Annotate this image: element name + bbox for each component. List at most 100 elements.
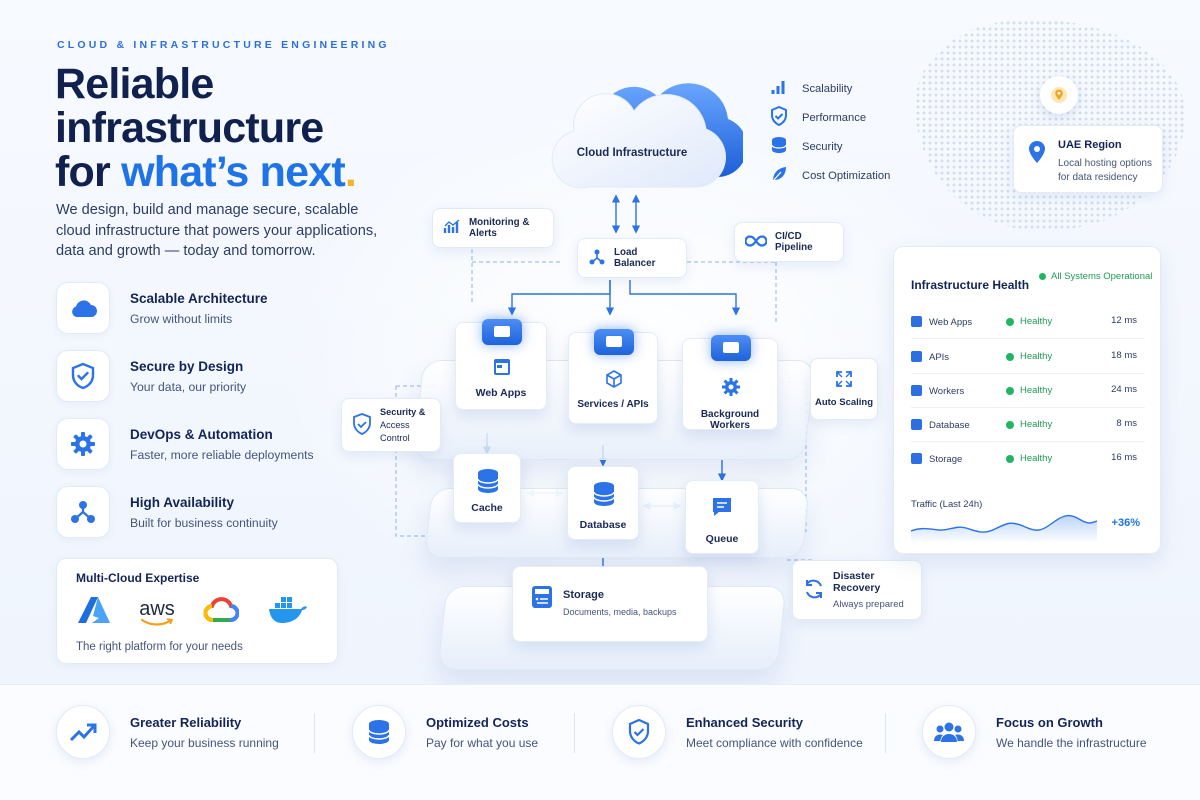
queue-label: Queue	[705, 533, 739, 545]
load-balancer-node[interactable]: Load Balancer	[577, 238, 687, 278]
divider	[885, 713, 886, 753]
traffic-label: Traffic (Last 24h)	[911, 499, 983, 510]
leaf-icon	[770, 165, 788, 186]
feature-subtitle: Built for business continuity	[130, 516, 278, 530]
bar-chart-icon	[770, 79, 788, 98]
chat-icon	[710, 495, 734, 524]
legend-item-cost: Cost Optimization	[770, 161, 890, 190]
network-icon	[588, 248, 606, 269]
location-pin-icon[interactable]	[1040, 76, 1078, 114]
services-label: Services / APIs	[577, 399, 649, 410]
feature-subtitle: Your data, our priority	[130, 380, 247, 394]
divider	[574, 713, 575, 753]
benefit-subtitle: Meet compliance with confidence	[686, 736, 863, 750]
status-text: All Systems Operational	[1051, 271, 1153, 282]
auto-scaling-node[interactable]: Auto Scaling	[810, 358, 878, 420]
legend-item-security: Security	[770, 132, 890, 161]
benefit-subtitle: Keep your business running	[130, 736, 279, 750]
disaster-recovery-subtitle: Always prepared	[833, 599, 904, 610]
disaster-recovery-text: Disaster Recovery Always prepared	[833, 570, 911, 610]
multicloud-subtitle: The right platform for your needs	[76, 641, 243, 653]
headline-line-2: infrastructure	[55, 104, 324, 152]
cube-icon	[604, 369, 624, 394]
feature-subtitle: Grow without limits	[130, 312, 233, 326]
health-row: APIs Healthy 18 ms	[911, 340, 1145, 374]
docker-logo	[267, 595, 309, 630]
database-icon	[770, 136, 788, 157]
storage-icon	[531, 585, 553, 614]
location-pin-icon	[1028, 140, 1046, 169]
infinity-icon	[744, 234, 768, 251]
health-row-name: APIs	[929, 352, 950, 363]
database-icon	[592, 481, 616, 512]
health-row-latency: 8 ms	[1116, 418, 1137, 429]
health-row-name: Storage	[929, 454, 963, 465]
disaster-recovery-node[interactable]: Disaster Recovery Always prepared	[792, 560, 922, 620]
cache-label: Cache	[471, 502, 503, 514]
security-line-2: Access Control	[380, 419, 410, 443]
multicloud-card: Multi-Cloud Expertise aws The right plat…	[56, 558, 338, 664]
storage-node[interactable]: Storage Documents, media, backups	[512, 566, 708, 642]
eyebrow-label: CLOUD & INFRASTRUCTURE ENGINEERING	[57, 39, 390, 51]
traffic-sparkline	[911, 514, 1097, 543]
feature-title: Scalable Architecture	[130, 291, 268, 306]
uae-region-card[interactable]: UAE Region Local hosting options for dat…	[1013, 125, 1163, 193]
health-row: Storage Healthy 16 ms	[911, 442, 1145, 476]
shield-check-icon	[352, 412, 372, 438]
gear-icon	[721, 377, 741, 402]
gear-icon	[56, 418, 110, 470]
feature-subtitle: Faster, more reliable deployments	[130, 448, 314, 462]
benefits-bar: Greater Reliability Keep your business r…	[0, 684, 1200, 800]
legend-item-scalability: Scalability	[770, 74, 890, 103]
storage-icon	[911, 453, 922, 464]
cache-node[interactable]: Cache	[453, 453, 521, 523]
database-node[interactable]: Database	[567, 466, 639, 540]
feature-item-availability: High Availability Built for business con…	[56, 486, 356, 554]
cloud-label: Cloud Infrastructure	[576, 147, 688, 159]
expand-icon	[835, 370, 853, 391]
background-workers-node[interactable]: Background Workers	[682, 335, 778, 431]
coins-icon	[352, 705, 406, 759]
legend-label: Scalability	[802, 82, 853, 95]
workers-cap	[711, 335, 751, 361]
services-apis-node[interactable]: Services / APIs	[568, 329, 658, 424]
web-apps-node[interactable]: Web Apps	[455, 319, 547, 410]
health-row-name: Workers	[929, 386, 965, 397]
benefit-title: Enhanced Security	[686, 715, 804, 730]
security-line-1: Security &	[380, 406, 426, 417]
security-access-node[interactable]: Security & Access Control	[341, 398, 441, 452]
benefit-reliability: Greater Reliability Keep your business r…	[56, 705, 316, 765]
cloud-provider-logos: aws	[77, 595, 309, 630]
feature-item-secure: Secure by Design Your data, our priority	[56, 350, 356, 418]
benefit-subtitle: Pay for what you use	[426, 736, 539, 750]
cloud-icon	[56, 282, 110, 334]
traffic-change: +36%	[1111, 517, 1140, 529]
web-apps-label: Web Apps	[475, 387, 527, 399]
cicd-pipeline-node[interactable]: CI/CD Pipeline	[734, 222, 844, 262]
shield-check-icon	[770, 105, 788, 129]
multicloud-title: Multi-Cloud Expertise	[76, 571, 200, 585]
legend-item-performance: Performance	[770, 103, 890, 132]
web-apps-cap	[482, 319, 522, 345]
auto-scaling-label: Auto Scaling	[814, 397, 874, 408]
queue-node[interactable]: Queue	[685, 480, 759, 554]
bar-chart-icon	[443, 218, 461, 238]
benefit-security: Enhanced Security Meet compliance with c…	[612, 705, 872, 765]
benefit-growth: Focus on Growth We handle the infrastruc…	[922, 705, 1182, 765]
headline-line-3-prefix: for	[55, 148, 122, 196]
monitoring-alerts-node[interactable]: Monitoring & Alerts	[432, 208, 554, 248]
google-cloud-logo	[203, 596, 240, 629]
aws-wordmark: aws	[139, 597, 175, 620]
status-dot-icon	[1039, 273, 1046, 280]
trend-up-icon	[56, 705, 110, 759]
load-balancer-label: Load Balancer	[614, 247, 656, 269]
health-row-status: Healthy	[1006, 351, 1052, 362]
region-title: UAE Region	[1058, 139, 1122, 151]
health-row: Database Healthy 8 ms	[911, 408, 1145, 442]
refresh-icon	[803, 578, 825, 603]
page-title: Reliable infrastructure for what’s next.	[55, 62, 415, 194]
cloud-infrastructure-node[interactable]: Cloud Infrastructure	[548, 55, 748, 195]
window-icon	[492, 357, 512, 382]
health-row-latency: 12 ms	[1111, 315, 1137, 326]
